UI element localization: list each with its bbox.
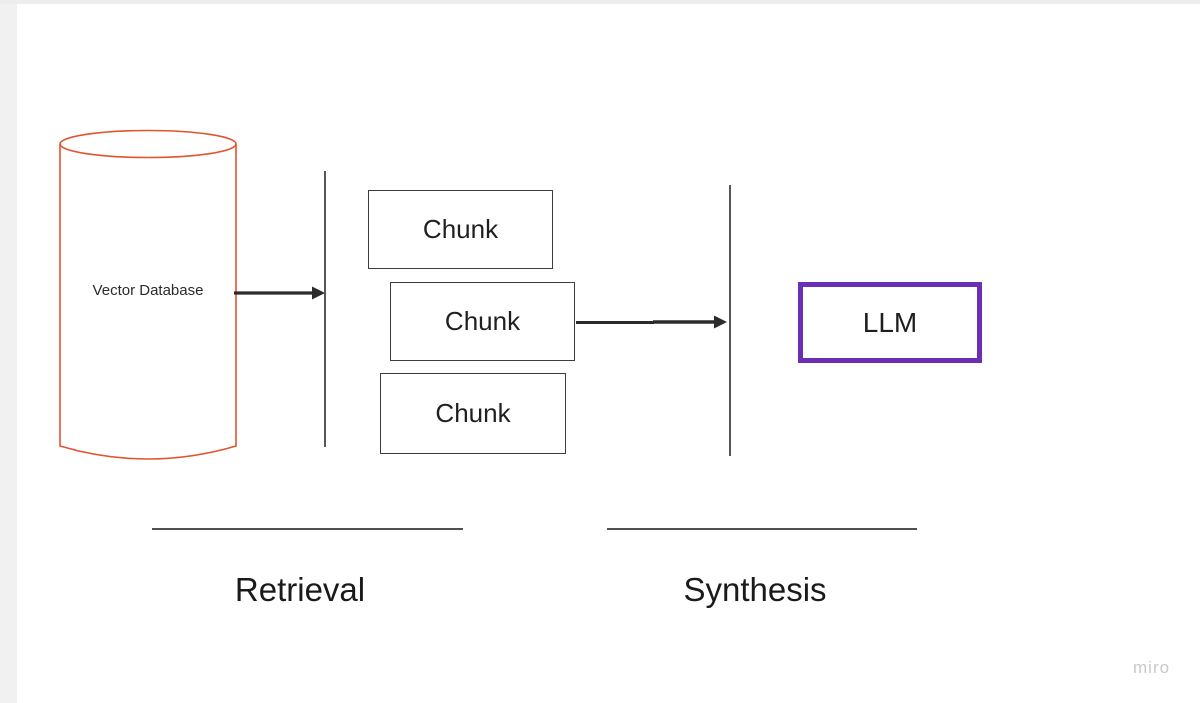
stage-label-retrieval: Retrieval [234, 571, 366, 608]
stage-line-synthesis[interactable] [607, 528, 917, 530]
database-cylinder-icon [59, 129, 237, 460]
connector-chunks-to-llm[interactable] [576, 312, 728, 332]
llm-label: LLM [862, 306, 918, 338]
llm-box[interactable]: LLM [798, 282, 982, 363]
stage-line-retrieval[interactable] [152, 528, 463, 530]
chunk-3-label: Chunk [435, 398, 511, 428]
canvas-edge-top [0, 0, 1200, 4]
vector-database-shape[interactable] [58, 128, 238, 463]
chunk-box-1[interactable]: Chunk [368, 190, 553, 269]
chunk-2-label: Chunk [444, 306, 521, 336]
connector-database-to-chunks[interactable] [234, 283, 326, 303]
chunk-box-2[interactable]: Chunk [390, 282, 575, 361]
chunk-1-label: Chunk [422, 214, 499, 244]
arrow-right-icon [234, 286, 325, 300]
vector-database-label: Vector Database [92, 282, 204, 299]
divider-line-synthesis[interactable] [729, 185, 731, 456]
chunk-box-3[interactable]: Chunk [380, 373, 566, 454]
stage-label-synthesis: Synthesis [683, 571, 827, 608]
arrow-right-icon [576, 315, 727, 329]
miro-watermark: miro [1133, 658, 1171, 677]
canvas-edge-left [0, 0, 17, 703]
divider-line-retrieval[interactable] [324, 171, 326, 447]
